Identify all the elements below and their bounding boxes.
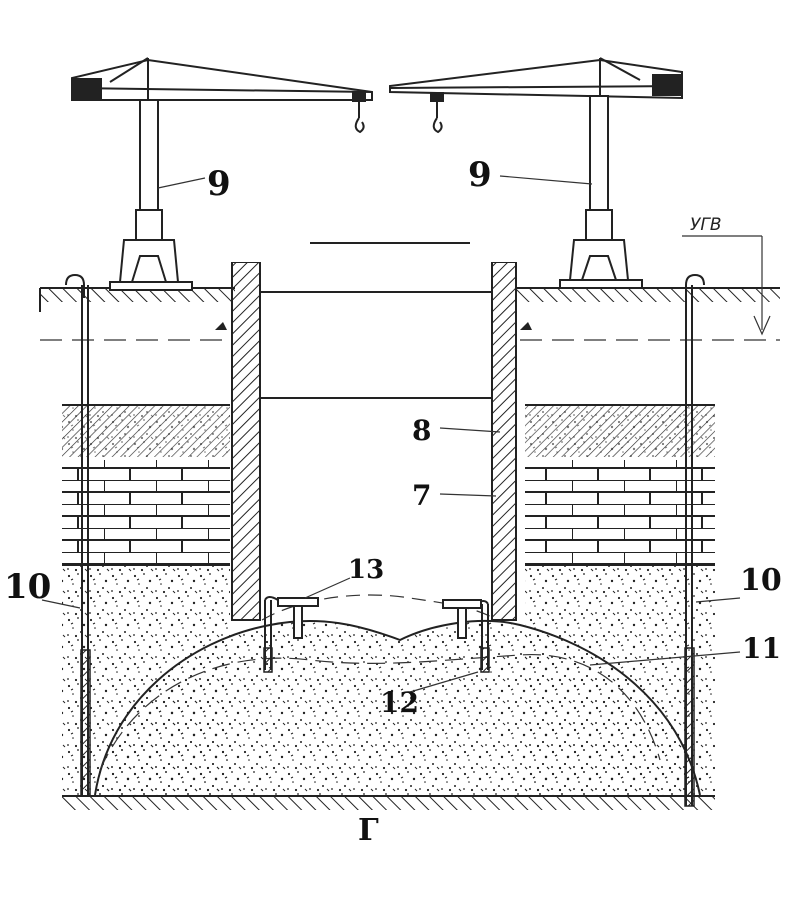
groundwater-level [40,322,780,341]
label-well-right: 10 [740,563,782,598]
sand-mound [95,620,700,795]
label-well-left: 10 [4,567,51,607]
label-wall-inner: 7 [412,479,431,512]
needle-filter-left [263,596,279,673]
cap-left [277,597,319,639]
label-section: Г [358,813,379,848]
ugv-marker [682,235,771,336]
label-filter: 12 [380,686,419,719]
sheet-wall-right [491,261,517,621]
label-cap: 13 [348,555,384,585]
sheet-wall-left [231,261,261,621]
depression-curve-outer [99,653,661,771]
brick-layer-right [525,460,715,564]
scan-gaps [195,152,570,905]
clay-dots-right [525,405,715,457]
well-left [65,273,91,797]
crane-left-jib [71,58,373,101]
soil-layers-left [62,404,230,566]
soil-layers-right [525,404,715,566]
needle-filter-right [474,600,490,673]
crane-right [389,57,683,289]
crane-left [71,57,373,291]
bottom-ground [62,795,715,810]
label-wall-outer: 8 [412,414,431,447]
label-curve-outer: 11 [742,632,781,665]
label-ugv: УГВ [690,215,722,235]
label-crane-left: 9 [207,164,231,204]
well-right [684,273,705,807]
sand-aquifer [62,566,715,796]
cap-right [442,599,482,639]
label-crane-right: 9 [468,155,492,195]
leader-lines [41,175,741,693]
clay-dots-left [62,405,230,457]
brick-layer-left [62,460,230,564]
